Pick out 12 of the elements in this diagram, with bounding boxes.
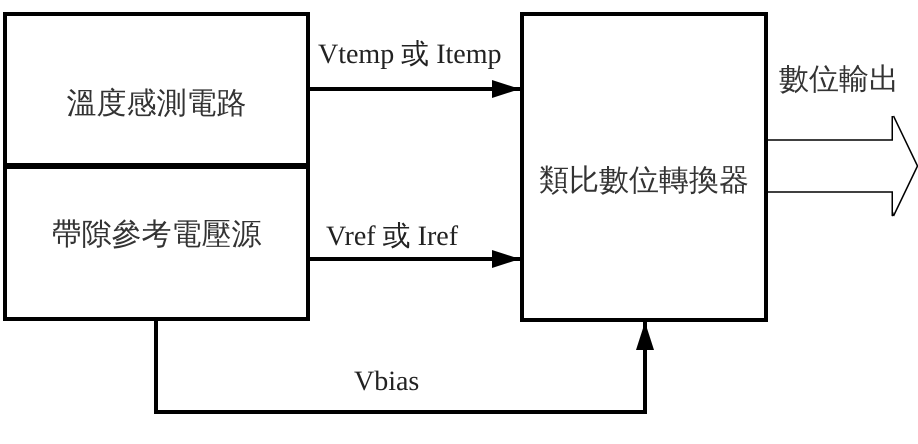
- block-title: 類比數位轉換器: [539, 164, 749, 196]
- block-arrow: [767, 115, 918, 217]
- process-box: [3, 165, 310, 321]
- edge-label: Vref 或 Iref: [326, 222, 458, 252]
- arrow: [310, 250, 520, 268]
- block-title: 溫度感測電路: [66, 87, 246, 120]
- block-title: 帶隙參考電壓源: [52, 218, 262, 250]
- edge-label: Vtemp 或 Itemp: [318, 40, 502, 70]
- process-box: [3, 12, 310, 167]
- process-box: [520, 12, 768, 322]
- arrow: [154, 321, 654, 414]
- arrow: [310, 80, 520, 98]
